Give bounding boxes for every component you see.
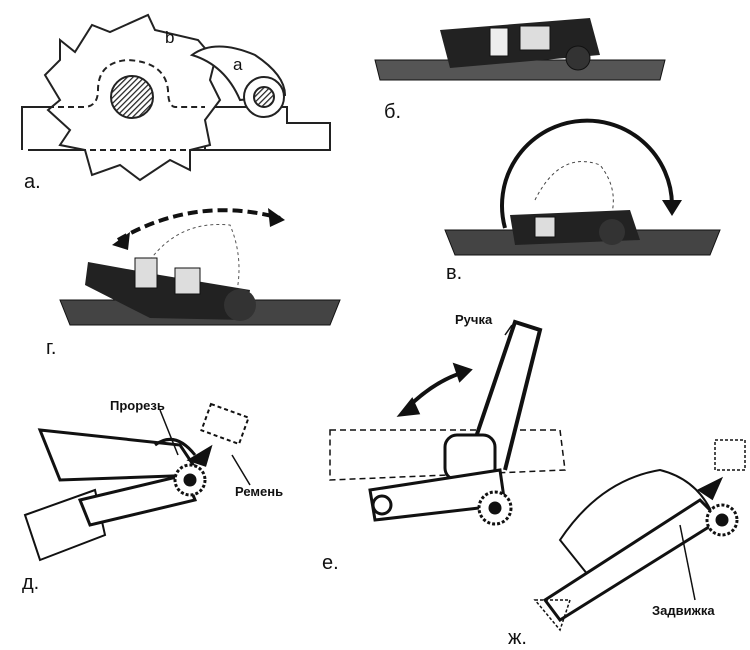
panel-a-label: а. (24, 171, 41, 193)
panel-e-ratchet-handle (329, 319, 566, 526)
slot-callout: Прорезь (110, 398, 165, 413)
panel-d-ratchet-threading (23, 402, 251, 562)
panel-v-ratchet-flip (444, 118, 721, 256)
handle-callout: Ручка (455, 312, 493, 327)
panel-a-gear (21, 13, 331, 182)
part-a-label: a (233, 55, 243, 74)
panel-d-label: д. (22, 572, 40, 594)
panel-g-ratchet-pump (59, 208, 341, 326)
panel-b-ratchet-closed (374, 18, 666, 81)
panel-e-label: е. (322, 552, 339, 574)
panel-v-label: в. (446, 262, 463, 284)
panel-zh-ratchet-release (533, 439, 746, 632)
strap-callout: Ремень (235, 484, 284, 499)
panel-b-label: б. (384, 101, 402, 123)
panel-zh-label: ж. (508, 627, 527, 649)
panel-g-label: г. (46, 337, 57, 359)
part-b-label: b (165, 28, 175, 47)
latch-callout: Задвижка (652, 603, 715, 618)
